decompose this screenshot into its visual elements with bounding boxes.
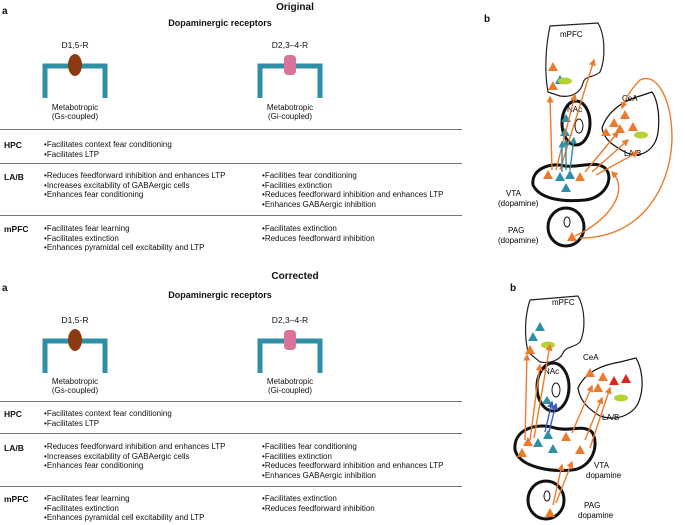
mpfc-col2: Facilitates extinctionReduces feedforwar… — [262, 224, 375, 243]
row-label-lab: LA/B — [4, 172, 24, 182]
mpfc-col1: Facilitates fear learningFacilitates ext… — [44, 494, 205, 523]
row-label-hpc: HPC — [4, 140, 22, 150]
panel-b-letter: b — [484, 14, 491, 25]
circuit-diagram: mPFC NAc CeA LA/B VTA (dopamine) PAG (do… — [498, 22, 673, 248]
receptors-title: Dopaminergic receptors — [168, 18, 272, 28]
d2-receptor-icon — [257, 330, 323, 373]
label-vta-sub: dopamine — [586, 471, 622, 480]
lab-col2: Facilities fear conditioningFacilities e… — [262, 442, 444, 480]
label-vta-sub: (dopamine) — [498, 199, 539, 208]
label-lab: LA/B — [624, 149, 641, 158]
d2-receptor-name: D2,3–4-R — [271, 40, 309, 50]
mpfc-col2: Facilitates extinctionReduces feedforwar… — [262, 494, 375, 513]
lab-col1: Reduces feedforward inhibition and enhan… — [44, 442, 226, 471]
row-label-hpc: HPC — [4, 409, 22, 419]
section-title-original: Original — [276, 2, 314, 13]
circuit-diagram: mPFC NAc CeA LA/B VTA dopamine PAG dopam… — [513, 295, 643, 521]
hpc-col1: Facilitates context fear conditioningFac… — [44, 140, 172, 159]
label-lab: LA/B — [602, 413, 619, 422]
row-label-mpfc: mPFC — [4, 494, 29, 504]
d1-receptor-name: D1,5-R — [61, 315, 89, 325]
label-pag: PAG — [508, 226, 524, 235]
label-mpfc: mPFC — [552, 298, 575, 307]
divider — [0, 433, 462, 434]
divider — [0, 163, 462, 164]
d1-receptor-icon — [42, 54, 108, 98]
row-label-mpfc: mPFC — [4, 224, 29, 234]
section-title-corrected: Corrected — [271, 271, 319, 282]
label-pag-sub: (dopamine) — [498, 236, 539, 245]
divider — [0, 486, 462, 487]
row-label-lab: LA/B — [4, 443, 24, 453]
hpc-col1: Facilitates context fear conditioningFac… — [44, 409, 172, 428]
lab-col2: Facilities fear conditioningFacilities e… — [262, 171, 444, 209]
d2-receptor-icon — [257, 55, 323, 98]
label-vta: VTA — [594, 461, 610, 470]
d2-receptor-name: D2,3–4-R — [271, 315, 309, 325]
d1-receptor-name: D1,5-R — [61, 40, 89, 50]
label-cea: CeA — [583, 353, 599, 362]
label-nac: NAc — [544, 367, 559, 376]
lab-col1: Reduces feedforward inhibition and enhan… — [44, 171, 226, 200]
d1-receptor-type: Metabotropic(Gs-coupled) — [51, 377, 99, 395]
receptors-title: Dopaminergic receptors — [168, 290, 272, 300]
panel-b-letter: b — [510, 283, 517, 294]
d2-receptor-type: Metabotropic(Gi-coupled) — [266, 103, 314, 121]
label-pag-sub: dopamine — [578, 511, 614, 520]
label-pag: PAG — [584, 501, 600, 510]
divider — [0, 129, 462, 130]
label-vta: VTA — [506, 189, 522, 198]
d1-receptor-type: Metabotropic(Gs-coupled) — [51, 103, 99, 121]
label-cea: CeA — [622, 94, 638, 103]
mpfc-col1: Facilitates fear learningFacilitates ext… — [44, 224, 205, 253]
panel-a-letter: a — [2, 283, 8, 294]
d1-receptor-icon — [42, 329, 108, 373]
d2-receptor-type: Metabotropic(Gi-coupled) — [266, 377, 314, 395]
divider — [0, 215, 462, 216]
panel-a-letter: a — [2, 6, 8, 17]
divider — [0, 401, 462, 402]
label-mpfc: mPFC — [560, 30, 583, 39]
label-nac: NAc — [567, 105, 582, 114]
